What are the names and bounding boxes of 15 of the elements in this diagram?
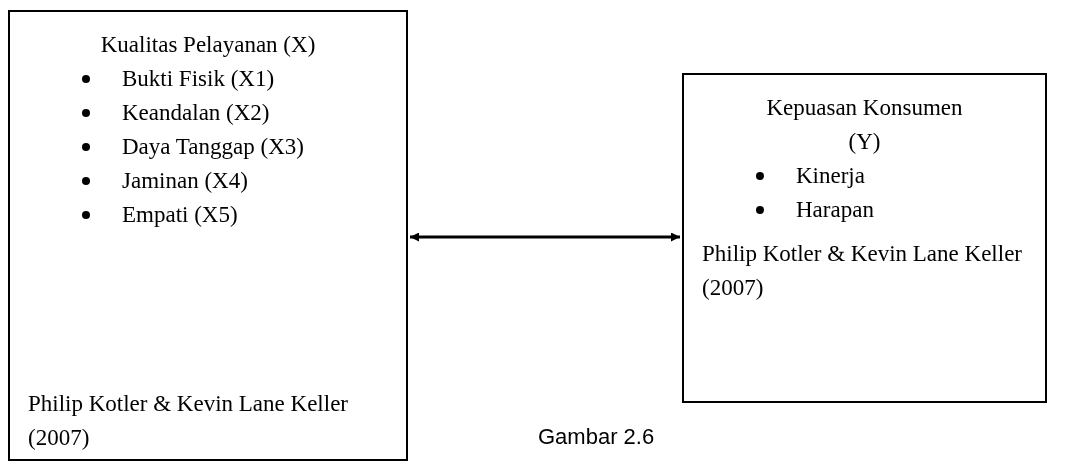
- concept-box: [8, 10, 408, 461]
- variable-heading: Kepuasan Konsumen (Y): [765, 94, 964, 156]
- indicator-text: Bukti Fisik (X1): [122, 65, 275, 93]
- indicator-text: Daya Tanggap (X3): [122, 133, 304, 161]
- indicator-text: Kinerja: [796, 162, 865, 190]
- figure-caption: Gambar 2.6: [538, 423, 655, 451]
- citation-text: Philip Kotler & Kevin Lane Keller (2007): [28, 390, 349, 452]
- indicator-text: Jaminan (X4): [122, 167, 248, 195]
- indicator-text: Empati (X5): [122, 201, 238, 229]
- double-arrow: [410, 232, 680, 242]
- indicator-text: Harapan: [796, 196, 874, 224]
- concept-box: [682, 73, 1047, 403]
- indicator-text: Keandalan (X2): [122, 99, 270, 127]
- variable-heading: Kualitas Pelayanan (X): [99, 31, 317, 59]
- citation-text: Philip Kotler & Kevin Lane Keller (2007): [702, 240, 1023, 302]
